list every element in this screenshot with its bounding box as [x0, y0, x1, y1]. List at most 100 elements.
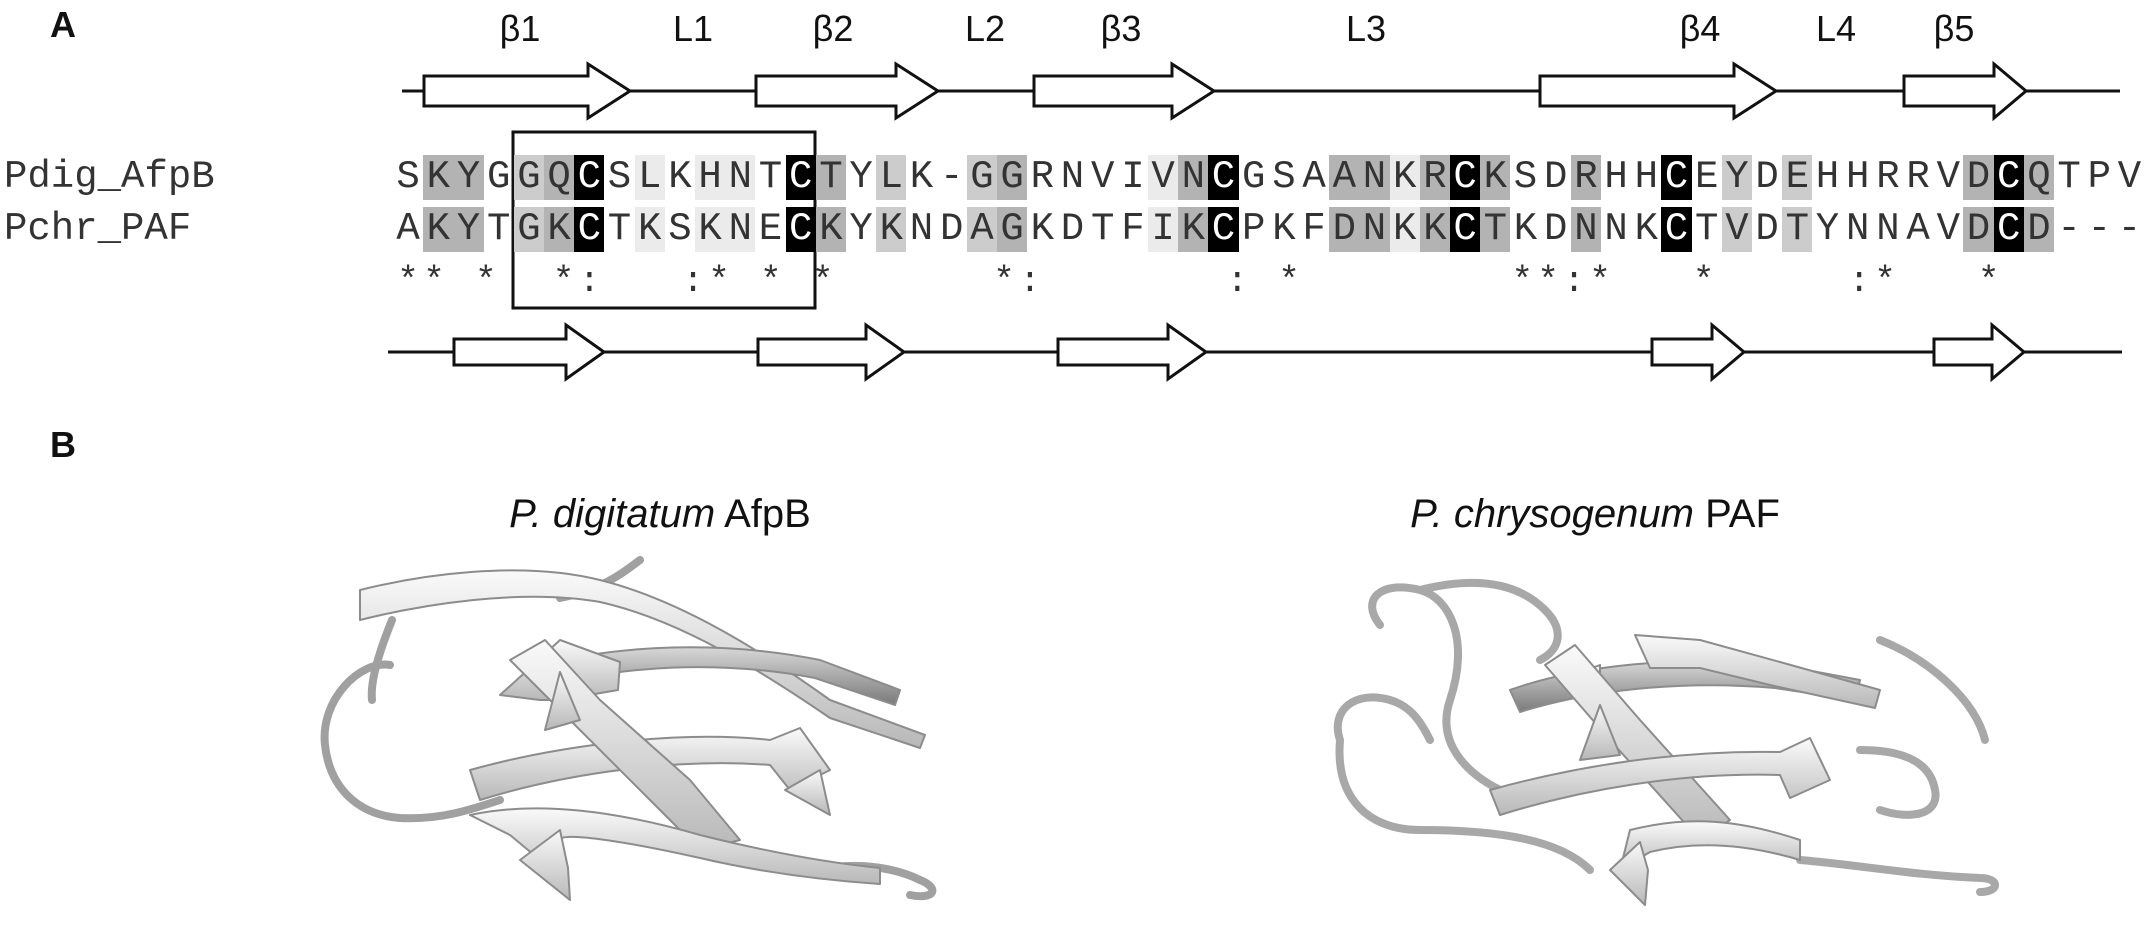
afpb-bottom-strand [469, 807, 881, 885]
residue: D [1963, 207, 1994, 252]
paf-coil [1333, 578, 1999, 896]
residue: K [695, 207, 726, 252]
residue: K [423, 207, 454, 252]
structure-species-paf: P. chrysogenum [1410, 492, 1694, 536]
residue: Y [1815, 207, 1840, 251]
bottom-strand-beta3-arrow [1056, 322, 1209, 382]
residue: G [1241, 155, 1266, 199]
residue: V [1721, 207, 1752, 252]
residue: Y [849, 207, 873, 251]
residue: C [785, 155, 816, 200]
ss-label-loop2: L2 [964, 8, 1006, 49]
residue: V [1936, 207, 1960, 251]
conservation-mark: * [475, 261, 497, 302]
residue: D [939, 207, 964, 251]
residue: C [1661, 155, 1692, 200]
residue: N [1845, 207, 1870, 251]
top-strand-beta5-arrow [1902, 60, 2029, 122]
residue: R [1570, 155, 1601, 200]
residue: S [1513, 155, 1538, 199]
residue: A [1329, 155, 1360, 200]
residue: D [2023, 207, 2054, 252]
residue: A [1906, 207, 1930, 251]
residue: K [909, 155, 934, 199]
residue: K [1272, 207, 1296, 251]
conservation-mark: * [397, 261, 419, 302]
conservation-mark: * [811, 261, 834, 302]
conservation-mark: * [552, 261, 575, 302]
residue: F [1121, 207, 1145, 251]
residue: L [634, 155, 665, 200]
residue: V [2117, 155, 2142, 199]
residue: K [1030, 207, 1054, 251]
ss-label-loop1: L1 [672, 8, 714, 49]
residue: N [1876, 207, 1900, 251]
conservation-mark: : [1563, 261, 1585, 302]
residue: T [758, 155, 783, 199]
residue: D [1755, 155, 1779, 199]
ss-label-loop3: L3 [1345, 8, 1387, 49]
conservation-mark: * [760, 261, 782, 302]
paf-ribbon-structure [1333, 578, 1999, 906]
afpb-ribbon-structure [320, 556, 937, 901]
afpb-bottom-arrow [519, 829, 571, 901]
residue: - [2087, 207, 2111, 251]
residue: S [1272, 155, 1296, 199]
residue: K [1389, 155, 1420, 200]
residue: C [574, 155, 605, 200]
panel-label-b: B [50, 424, 76, 465]
residue: G [486, 155, 511, 199]
conservation-mark: : [1019, 261, 1041, 302]
structure-protein-paf: PAF [1705, 492, 1780, 536]
paf-top-arrow [1634, 634, 1881, 709]
residue: K [544, 207, 575, 252]
ss-label-beta5: β5 [1933, 8, 1975, 49]
residue: C [1993, 207, 2024, 252]
ss-label-beta2: β2 [812, 8, 854, 49]
residue: T [607, 207, 632, 251]
structure-title-paf: P. chrysogenum PAF [1410, 492, 1780, 537]
residue: H [1604, 155, 1628, 199]
residue: K [1513, 207, 1538, 251]
sequence-name-afpb: Pdig_AfpB [4, 155, 215, 199]
residue: K [876, 207, 907, 252]
conservation-mark: * [993, 261, 1015, 302]
residue: I [1121, 155, 1145, 199]
residue: N [1570, 207, 1601, 252]
residue: E [758, 207, 783, 251]
residue: R [1906, 155, 1930, 199]
top-strand-beta4-arrow [1538, 61, 1779, 121]
residue: P [1241, 207, 1266, 251]
conservation-mark: * [1692, 261, 1715, 302]
residue: Q [2023, 155, 2054, 200]
afpb-arrow-2 [784, 769, 831, 816]
residue: R [1419, 155, 1450, 200]
residue: K [1480, 155, 1511, 200]
residue: K [668, 155, 692, 199]
conservation-mark: : [1226, 261, 1249, 302]
residue: T [1090, 207, 1115, 251]
residue: N [1604, 207, 1628, 251]
residue: G [966, 155, 997, 200]
ss-label-beta4: β4 [1679, 8, 1721, 49]
residue: T [2057, 155, 2081, 199]
residue: Q [544, 155, 575, 200]
paf-mid-strand [1489, 737, 1831, 816]
ss-label-loop4: L4 [1815, 8, 1857, 49]
residue: C [785, 207, 816, 252]
bottom-strand-beta2-arrow [756, 322, 907, 382]
ss-label-beta3: β3 [1100, 8, 1142, 49]
top-strand-beta2-arrow [754, 61, 941, 121]
ss-label-beta1: β1 [499, 8, 541, 49]
residue: N [725, 207, 756, 252]
residue: - [2057, 207, 2081, 251]
residue: E [1694, 155, 1719, 199]
bottom-strand-beta1-arrow [452, 322, 607, 382]
residue: K [815, 207, 846, 252]
paf-arrow-1 [1579, 704, 1621, 761]
residue: D [1329, 207, 1360, 252]
afpb-arrow-1 [544, 671, 581, 731]
